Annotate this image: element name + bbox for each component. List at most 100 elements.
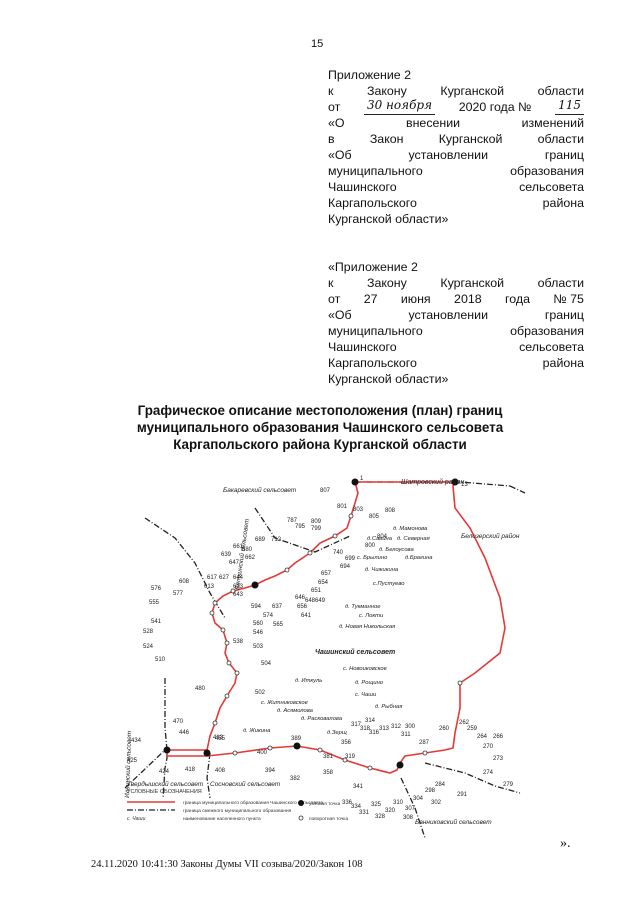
pt-label: 389 — [291, 736, 302, 742]
annex2-word: июня — [400, 292, 431, 306]
pt-label: 637 — [272, 604, 283, 610]
pt-label: 259 — [467, 726, 478, 732]
pt-label: 311 — [401, 732, 411, 738]
turn-point — [234, 670, 240, 676]
annex2-word: Курганской — [440, 276, 505, 290]
turn-point — [317, 747, 323, 753]
pt-label: 400 — [257, 750, 268, 756]
pt-label: 356 — [341, 740, 352, 746]
pt-label: 434 — [131, 738, 142, 744]
settlement-label: д.Савина — [367, 536, 393, 542]
annex1-word: области — [537, 84, 584, 98]
legend-label: наименование населенного пункта — [183, 817, 261, 822]
annex1-word: в — [328, 132, 335, 146]
boundary-map: 1 13 807 801 803 808 805 804 787 795 809… — [115, 468, 528, 858]
pt-label: 503 — [253, 644, 264, 650]
pt-label: 266 — [493, 734, 504, 740]
legend-label: граница смежного муниципального образова… — [183, 808, 292, 814]
boundary-map-svg: 1 13 807 801 803 808 805 804 787 795 809… — [123, 476, 526, 839]
annex2-word: 27 — [363, 292, 378, 306]
annex2-word: от — [328, 292, 341, 306]
pt-label: 270 — [483, 744, 494, 750]
neighbor-label: Бакаревский сельсовет — [223, 486, 297, 494]
node-point — [251, 581, 259, 589]
node-point — [163, 746, 171, 754]
pt-label: 1 — [360, 476, 364, 482]
settlement-label: д. Асямолова — [277, 708, 314, 714]
pt-label: 680 — [242, 547, 253, 553]
chashinsky-boundary — [166, 481, 506, 774]
map-legend: УСЛОВНЫЕ ОБОЗНАЧЕНИЯ граница муниципальн… — [127, 789, 349, 822]
turn-point — [267, 745, 273, 751]
pt-label: 694 — [340, 564, 351, 570]
turn-point — [224, 693, 230, 699]
settlement-label: д. Белоусова — [379, 547, 414, 553]
pt-label: 381 — [323, 754, 334, 760]
turn-point — [220, 627, 226, 633]
legend-title: УСЛОВНЫЕ ОБОЗНАЧЕНИЯ — [127, 789, 202, 795]
pt-label: 470 — [173, 719, 184, 725]
pt-label: 712 — [271, 537, 282, 543]
settlement-label: д. Чижикина — [365, 567, 399, 573]
pt-label: 328 — [375, 814, 386, 820]
pt-label: 320 — [385, 808, 396, 814]
annex1-line: Курганской области» — [328, 212, 449, 226]
legend-label: узловая точка — [309, 802, 341, 807]
pt-label: 560 — [253, 621, 264, 627]
pt-label: 613 — [204, 584, 215, 590]
node-point — [203, 749, 211, 757]
pt-label: 627 — [219, 575, 230, 581]
pt-label: 805 — [369, 514, 380, 520]
settlement-label: д. Рыбная — [375, 704, 402, 710]
pt-label: 528 — [143, 629, 154, 635]
pt-label: 538 — [233, 639, 244, 645]
pt-label: 480 — [195, 686, 206, 692]
pt-label: 644 — [233, 575, 244, 581]
pt-label: 654 — [318, 580, 329, 586]
settlement-label: д. Новая Никольская — [339, 624, 395, 630]
settlement-label: с. Чаши — [355, 692, 377, 698]
legend-label: граница муниципального образования Чашин… — [183, 800, 324, 806]
node-point — [351, 478, 359, 486]
annex2-word: области — [537, 276, 584, 290]
turn-point — [422, 750, 428, 756]
title-line: Каргапольского района Курганской области — [173, 437, 467, 452]
annex1-word: «О — [328, 116, 345, 130]
pt-label: 316 — [369, 730, 380, 736]
page-number: 15 — [311, 38, 324, 50]
annex1-word: Закону — [366, 84, 407, 98]
pt-label: 699 — [345, 556, 356, 562]
annex1-word: установлении — [408, 148, 488, 162]
pt-label: 336 — [342, 800, 353, 806]
pt-label: 317 — [351, 722, 362, 728]
neighbor-boundary-bakarevsky — [254, 507, 351, 553]
pt-label: 524 — [143, 644, 154, 650]
pt-label: 279 — [503, 782, 514, 788]
pt-label: 312 — [391, 724, 402, 730]
pt-label: 331 — [359, 810, 370, 816]
settlement-label: с. Локти — [359, 613, 384, 619]
pt-label: 633 — [233, 584, 244, 590]
pt-label: 273 — [493, 756, 504, 762]
pt-label: 608 — [179, 579, 190, 585]
pt-label: 804 — [377, 534, 388, 540]
annex2-word: района — [542, 356, 584, 370]
annex2-word: Чашинского — [328, 340, 397, 354]
settlement-label: с. Новоиковское — [343, 666, 388, 672]
pt-label: 307 — [405, 806, 416, 812]
neighbor-label: Белозерский район — [461, 532, 520, 540]
pt-label: 799 — [311, 526, 322, 532]
node-point — [451, 478, 459, 486]
pt-label: 657 — [321, 571, 332, 577]
turn-point — [332, 533, 338, 539]
pt-label: 504 — [261, 661, 272, 667]
pt-label: 555 — [149, 600, 160, 606]
annex2-word: сельсовета — [519, 340, 584, 354]
pt-label: 314 — [365, 718, 376, 724]
pt-label: 662 — [245, 555, 256, 561]
pt-label: 576 — [151, 586, 162, 592]
annex2-word: установлении — [408, 308, 488, 322]
pt-label: 795 — [295, 524, 306, 530]
annex2-line: «Приложение 2 — [328, 260, 418, 274]
turn-point — [226, 660, 232, 666]
